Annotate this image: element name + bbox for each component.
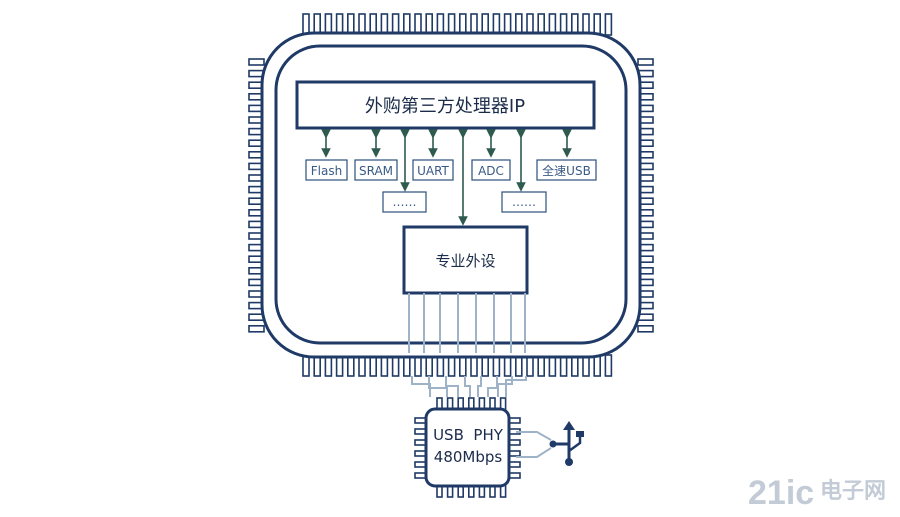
- chip-pin: [593, 13, 602, 36]
- bus-line: [428, 376, 448, 397]
- special-peripheral-box: [402, 225, 529, 295]
- sram-label: SRAM: [359, 164, 393, 178]
- uart-box: [412, 159, 454, 181]
- sram-box: [354, 159, 398, 181]
- ellipsis-right-box: [501, 191, 547, 213]
- ellipsis-right-label: ……: [512, 195, 536, 209]
- peripheral-labels: Flash SRAM UART ADC 全速USB …… ……: [305, 159, 597, 213]
- phy-bus-lines: [408, 293, 527, 397]
- bus-line: [464, 376, 471, 397]
- usb-connection-lines: [516, 431, 552, 458]
- bus-arrows: [321, 129, 572, 226]
- chip-pin: [604, 13, 613, 36]
- chip-pin: [637, 324, 654, 333]
- chip-inner-outline: [274, 44, 628, 345]
- usb-phy-line2: 480Mbps: [434, 448, 503, 466]
- chip-pin: [593, 354, 602, 377]
- flash-box: [305, 159, 348, 181]
- fsusb-label: 全速USB: [542, 163, 591, 178]
- processor-ip-label: 外购第三方处理器IP: [365, 96, 525, 117]
- usb-phy-line1: USB PHY: [433, 426, 504, 444]
- chip-pin: [637, 58, 654, 66]
- usb-phy-chip: [424, 407, 511, 488]
- flash-label: Flash: [311, 164, 342, 178]
- fsusb-box: [536, 159, 597, 181]
- watermark-text: 21ic: [748, 474, 814, 512]
- special-peripheral-label: 专业外设: [435, 252, 495, 270]
- bus-line: [445, 376, 459, 397]
- bus-line: [487, 376, 498, 397]
- uart-label: UART: [417, 164, 449, 178]
- bus-line: [411, 376, 431, 397]
- processor-ip-box: [295, 80, 596, 130]
- adc-box: [471, 159, 511, 181]
- usb-icon: [549, 421, 584, 466]
- watermark: 21ic 电子网: [748, 474, 886, 512]
- ellipsis-left-label: ……: [393, 195, 417, 209]
- bus-line: [505, 376, 527, 397]
- ellipsis-left-box: [382, 191, 427, 213]
- chip-pin: [248, 58, 265, 66]
- adc-label: ADC: [478, 164, 504, 178]
- bus-line: [477, 376, 482, 397]
- watermark-text-cn: 电子网: [820, 478, 886, 503]
- chip-pin: [248, 324, 265, 333]
- chip-pin: [604, 354, 613, 377]
